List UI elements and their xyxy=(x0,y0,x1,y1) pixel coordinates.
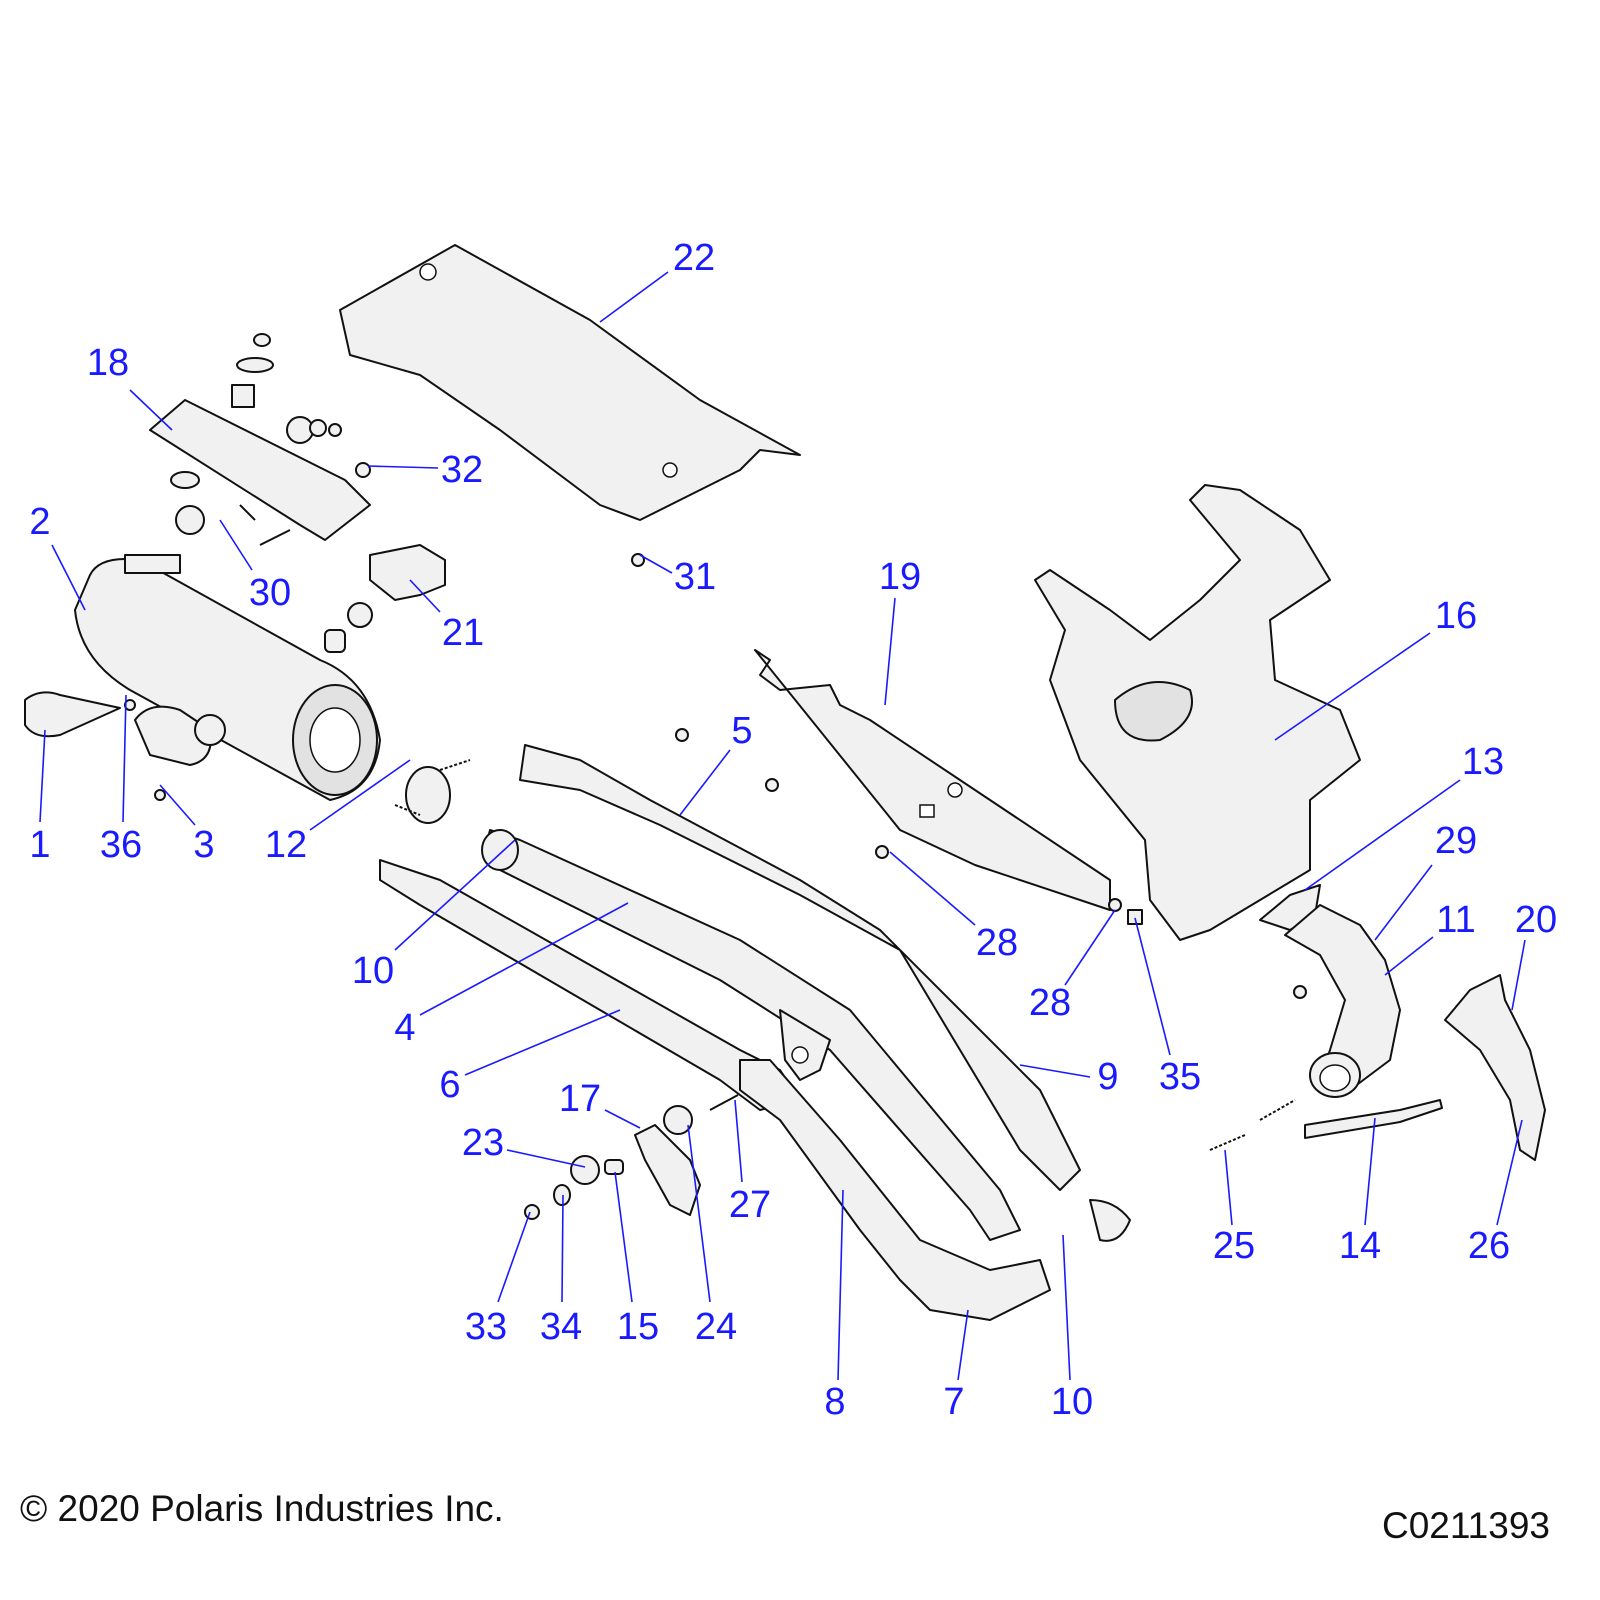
exhaust-pipe-4 xyxy=(484,829,1021,1241)
callout-13[interactable]: 13 xyxy=(1461,741,1505,783)
callout-33[interactable]: 33 xyxy=(464,1306,508,1348)
callout-7[interactable]: 7 xyxy=(943,1381,965,1423)
bracket-17 xyxy=(634,1124,701,1216)
callout-28[interactable]: 28 xyxy=(1028,982,1072,1024)
callout-2[interactable]: 2 xyxy=(29,501,51,543)
callout-26[interactable]: 26 xyxy=(1467,1225,1511,1267)
o2-sensor xyxy=(1304,1099,1443,1139)
exhaust-pipe-8 xyxy=(739,1059,1051,1321)
callout-24[interactable]: 24 xyxy=(694,1306,738,1348)
callout-18[interactable]: 18 xyxy=(86,342,130,384)
bracket-18 xyxy=(149,399,371,541)
header-pipe-11 xyxy=(1284,904,1401,1091)
callout-21[interactable]: 21 xyxy=(441,612,485,654)
callout-14[interactable]: 14 xyxy=(1338,1225,1382,1267)
callout-16[interactable]: 16 xyxy=(1434,595,1478,637)
callout-32[interactable]: 32 xyxy=(440,449,484,491)
callout-23[interactable]: 23 xyxy=(461,1122,505,1164)
leader-lines xyxy=(39,271,1526,1381)
bracket-21 xyxy=(369,544,446,601)
copyright-notice: © 2020 Polaris Industries Inc. xyxy=(20,1488,504,1529)
callout-1[interactable]: 1 xyxy=(29,824,51,866)
tail-tip xyxy=(24,691,121,738)
callout-22[interactable]: 22 xyxy=(672,237,716,279)
exhaust-gasket xyxy=(405,766,451,824)
callout-6[interactable]: 6 xyxy=(439,1064,461,1106)
callout-29[interactable]: 29 xyxy=(1434,820,1478,862)
callout-3[interactable]: 3 xyxy=(193,824,215,866)
callout-15[interactable]: 15 xyxy=(616,1306,660,1348)
callout-17[interactable]: 17 xyxy=(558,1078,602,1120)
callout-31[interactable]: 31 xyxy=(673,556,717,598)
callout-36[interactable]: 36 xyxy=(99,824,143,866)
header-shield-20 xyxy=(1444,974,1546,1161)
callout-30[interactable]: 30 xyxy=(248,572,292,614)
figure-code: C0211393 xyxy=(1381,1505,1550,1546)
callout-27[interactable]: 27 xyxy=(728,1184,772,1226)
heat-shield-upper xyxy=(339,244,801,521)
callout-10[interactable]: 10 xyxy=(351,950,395,992)
callout-19[interactable]: 19 xyxy=(878,556,922,598)
callout-35[interactable]: 35 xyxy=(1158,1056,1202,1098)
callout-9[interactable]: 9 xyxy=(1097,1056,1119,1098)
heat-shield-16 xyxy=(1034,484,1361,941)
callout-5[interactable]: 5 xyxy=(731,710,753,752)
exhaust-pipe-5 xyxy=(519,744,1081,1191)
callout-12[interactable]: 12 xyxy=(264,824,308,866)
callout-8[interactable]: 8 xyxy=(824,1381,846,1423)
callout-25[interactable]: 25 xyxy=(1212,1225,1256,1267)
callout-4[interactable]: 4 xyxy=(394,1007,416,1049)
heat-shield-19 xyxy=(754,649,1111,911)
callout-20[interactable]: 20 xyxy=(1514,899,1558,941)
callout-11[interactable]: 11 xyxy=(1436,899,1476,941)
callout-10[interactable]: 10 xyxy=(1050,1381,1094,1423)
callout-34[interactable]: 34 xyxy=(539,1306,583,1348)
callout-28[interactable]: 28 xyxy=(975,922,1019,964)
